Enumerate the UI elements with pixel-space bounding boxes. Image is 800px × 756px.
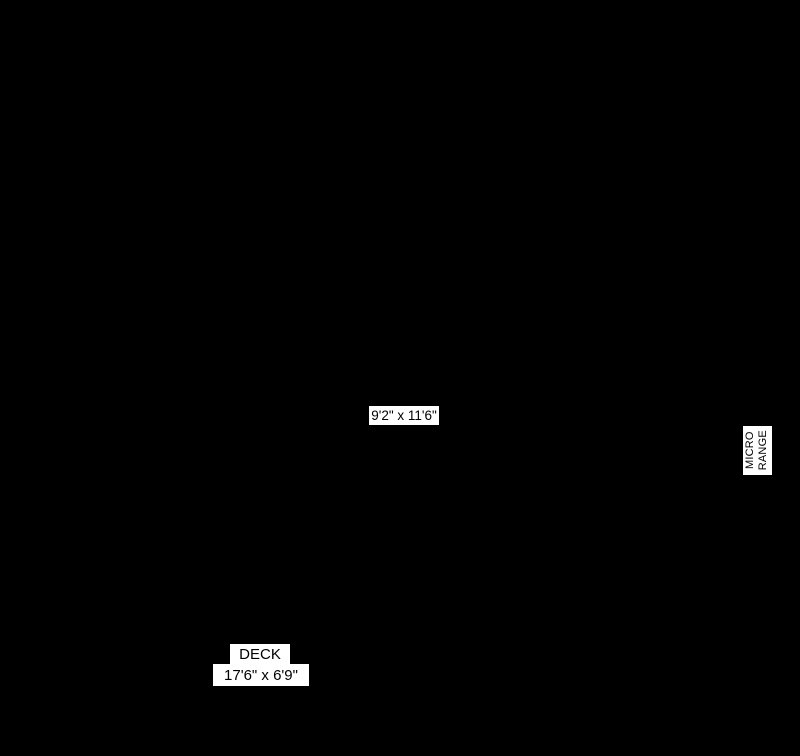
micro-range-label-text: MICRO RANGE (744, 430, 770, 470)
micro-range-label-line1: MICRO (744, 431, 757, 470)
micro-range-label: MICRO RANGE (743, 426, 772, 475)
deck-name-label: DECK (230, 644, 290, 665)
micro-range-label-line2: RANGE (757, 430, 770, 471)
deck-dimension-label: 17'6" x 6'9" (213, 664, 309, 686)
room-dimension-label: 9'2" x 11'6" (369, 406, 439, 425)
